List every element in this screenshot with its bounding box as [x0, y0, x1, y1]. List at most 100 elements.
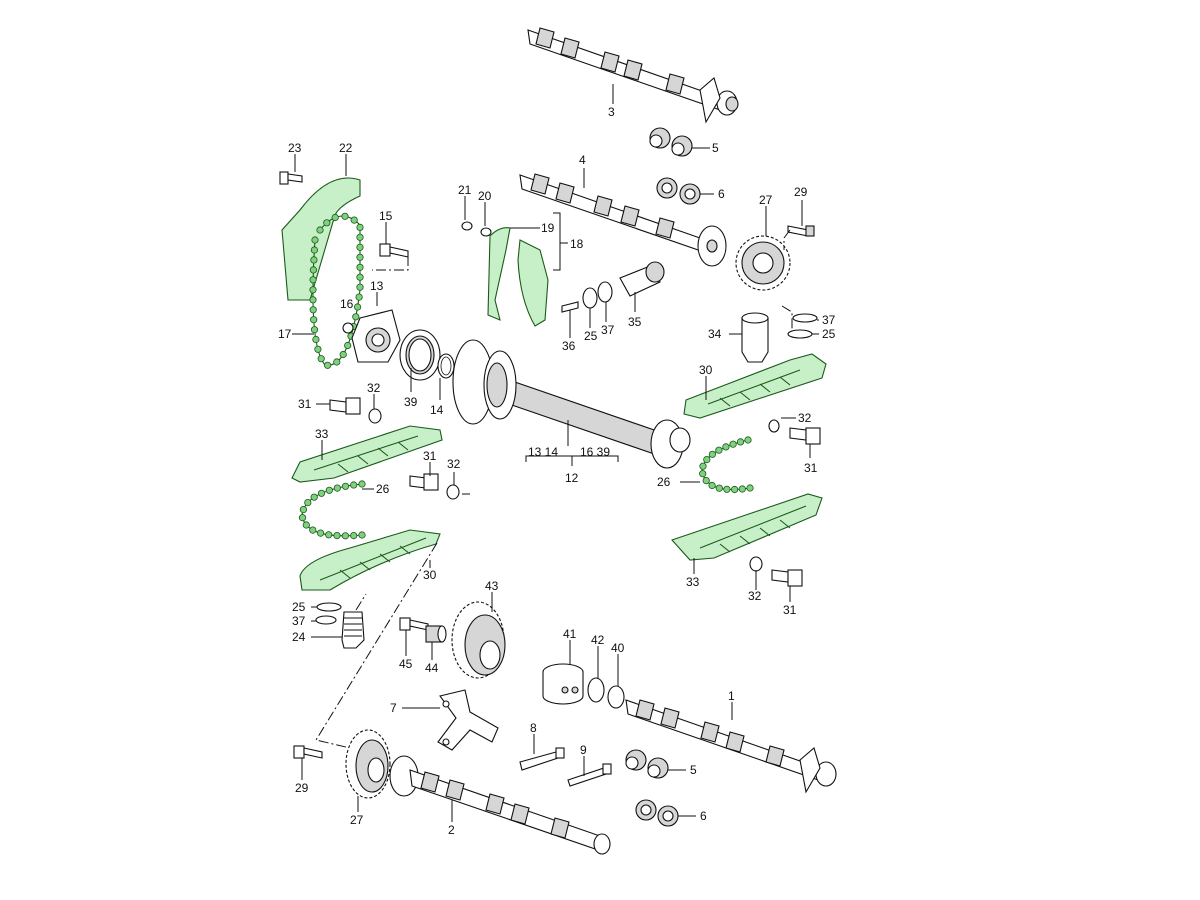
chain-link: [356, 233, 364, 241]
timing-chain-26-left[interactable]: [298, 480, 366, 540]
tensioner-guide-30-left[interactable]: [299, 529, 441, 591]
chain-tensioner-24[interactable]: [341, 611, 365, 649]
callout-7: 7: [390, 701, 397, 715]
camshaft-1[interactable]: [625, 699, 837, 794]
callout-31a: 31: [298, 397, 312, 411]
washer-21[interactable]: [461, 221, 473, 231]
washer-25-left[interactable]: [316, 602, 342, 612]
callout-21: 21: [458, 183, 472, 197]
tensioner-35[interactable]: [619, 261, 665, 297]
chain-link: [310, 316, 318, 324]
chain-link: [309, 276, 317, 284]
bearing-6-bottom[interactable]: [635, 799, 679, 827]
bolt-36[interactable]: [561, 301, 579, 313]
callout-9: 9: [580, 743, 587, 757]
bearing-caps-5-bottom[interactable]: [625, 749, 669, 779]
chain-link: [744, 436, 752, 444]
washer-25-right[interactable]: [787, 329, 813, 339]
chain-link: [302, 521, 310, 529]
callout-30b: 30: [423, 568, 437, 582]
callout-3: 3: [608, 105, 615, 119]
sprocket-27-bottom[interactable]: [345, 729, 391, 799]
callout-32b: 32: [798, 411, 812, 425]
chain-link: [317, 355, 325, 363]
chain-link: [358, 531, 366, 539]
chain-link: [309, 306, 317, 314]
camshaft-2[interactable]: [389, 755, 611, 855]
sprocket-27-top[interactable]: [735, 235, 791, 291]
chain-link: [341, 532, 349, 540]
sprocket-43[interactable]: [451, 601, 506, 679]
callout-6: 6: [718, 187, 725, 201]
chain-link: [325, 486, 333, 494]
callout-39: 39: [404, 395, 418, 409]
bolt-31-left-lower[interactable]: [409, 473, 439, 491]
bolt-45[interactable]: [399, 617, 429, 631]
callout-12: 12: [565, 471, 579, 485]
seal-37-right[interactable]: [792, 313, 818, 323]
bearing-6-top[interactable]: [656, 177, 701, 205]
seal-37[interactable]: [597, 281, 613, 303]
chain-link: [353, 303, 362, 311]
tensioner-13[interactable]: [351, 309, 401, 363]
callout-43: 43: [485, 579, 499, 593]
chain-guide-33-left[interactable]: [291, 425, 443, 483]
chain-link: [309, 296, 317, 304]
camshaft-3[interactable]: [527, 27, 739, 124]
o-ring-32-right-lower[interactable]: [749, 556, 763, 572]
callout-16: 16: [340, 297, 354, 311]
seal-42[interactable]: [587, 677, 605, 703]
chain-link: [715, 484, 723, 492]
bolt-29-top[interactable]: [787, 225, 815, 237]
camshaft-4[interactable]: [519, 173, 727, 267]
chain-link: [310, 493, 318, 501]
chain-link: [325, 531, 333, 539]
intermediate-shaft-12[interactable]: [452, 339, 691, 469]
chain-link: [356, 223, 364, 231]
callout-30a: 30: [699, 363, 713, 377]
callout-20: 20: [478, 189, 492, 203]
bolt-31-right-lower[interactable]: [771, 569, 803, 587]
bolt-15[interactable]: [379, 243, 409, 258]
o-ring-32-left-lower[interactable]: [446, 484, 460, 500]
washer-20[interactable]: [480, 227, 492, 237]
seal-37-left[interactable]: [315, 615, 337, 625]
chain-link: [309, 266, 317, 274]
chain-link: [738, 485, 746, 493]
callout-27: 27: [759, 193, 773, 207]
callout-31d: 31: [783, 603, 797, 617]
seal-39[interactable]: [399, 329, 441, 381]
bracket-7[interactable]: [437, 689, 499, 751]
o-ring-32-left[interactable]: [368, 408, 382, 424]
chain-guide-19[interactable]: [487, 227, 549, 327]
pin-8[interactable]: [519, 747, 565, 771]
cylinder-41[interactable]: [542, 663, 584, 705]
bolt-23[interactable]: [279, 171, 303, 185]
chain-link: [333, 484, 341, 492]
washer-25[interactable]: [582, 287, 598, 309]
timing-chain-26-right[interactable]: [699, 436, 754, 494]
bolt-31-left[interactable]: [329, 397, 361, 415]
chain-link: [333, 358, 341, 366]
bolt-31-right[interactable]: [789, 427, 821, 445]
callout-34: 34: [708, 327, 722, 341]
chain-link: [314, 345, 322, 353]
bearing-caps-5-top[interactable]: [649, 127, 693, 157]
chain-link: [699, 462, 707, 470]
callout-31c: 31: [423, 449, 437, 463]
chain-link: [356, 273, 364, 281]
chain-guide-22[interactable]: [281, 177, 361, 301]
tensioner-guide-30-right[interactable]: [683, 353, 827, 419]
washer-16[interactable]: [342, 322, 354, 334]
chain-guide-33-right[interactable]: [671, 493, 823, 561]
callout-18: 18: [570, 237, 584, 251]
o-ring-14[interactable]: [437, 353, 455, 379]
chain-tensioner-34[interactable]: [741, 312, 769, 363]
bolt-29-bottom[interactable]: [293, 745, 323, 759]
o-ring-40[interactable]: [607, 685, 625, 709]
timing-chain-17[interactable]: [309, 212, 364, 369]
bushing-44[interactable]: [425, 625, 447, 643]
pin-9[interactable]: [567, 763, 612, 787]
o-ring-32-right[interactable]: [768, 419, 780, 433]
callout-33a: 33: [315, 427, 329, 441]
